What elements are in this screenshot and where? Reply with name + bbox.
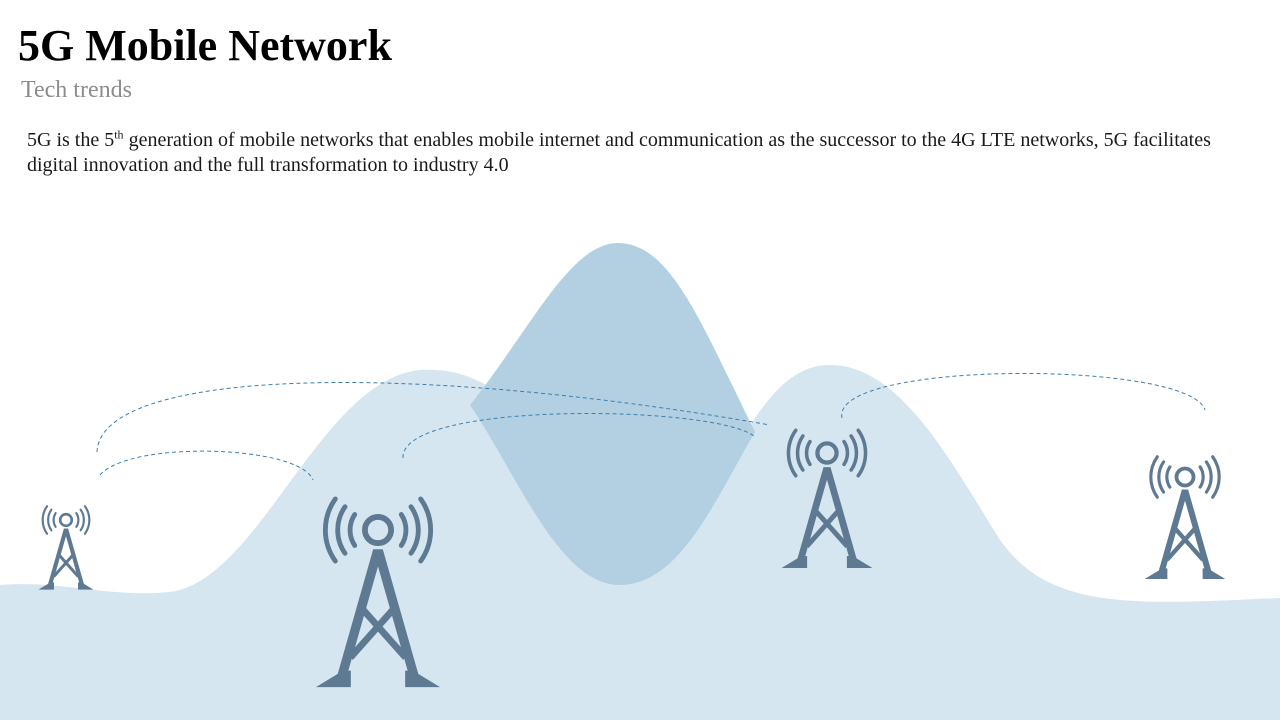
slide-title: 5G Mobile Network [18, 21, 392, 70]
ground-landscape [0, 365, 1280, 720]
signal-links [96, 373, 1206, 481]
description-superscript: th [114, 127, 124, 142]
slide-subtitle: Tech trends [21, 77, 132, 103]
signal-link [96, 382, 771, 453]
cell-tower-icon [37, 504, 95, 591]
description-part1: 5G is the 5 [27, 129, 115, 151]
description-text: 5G is the 5th generation of mobile netwo… [27, 128, 1257, 178]
description-part2: generation of mobile networks that enabl… [27, 129, 1211, 176]
cell-tower-icon [1142, 454, 1228, 581]
signal-link [99, 450, 314, 481]
center-mountain [470, 243, 755, 585]
signal-link [402, 413, 756, 459]
